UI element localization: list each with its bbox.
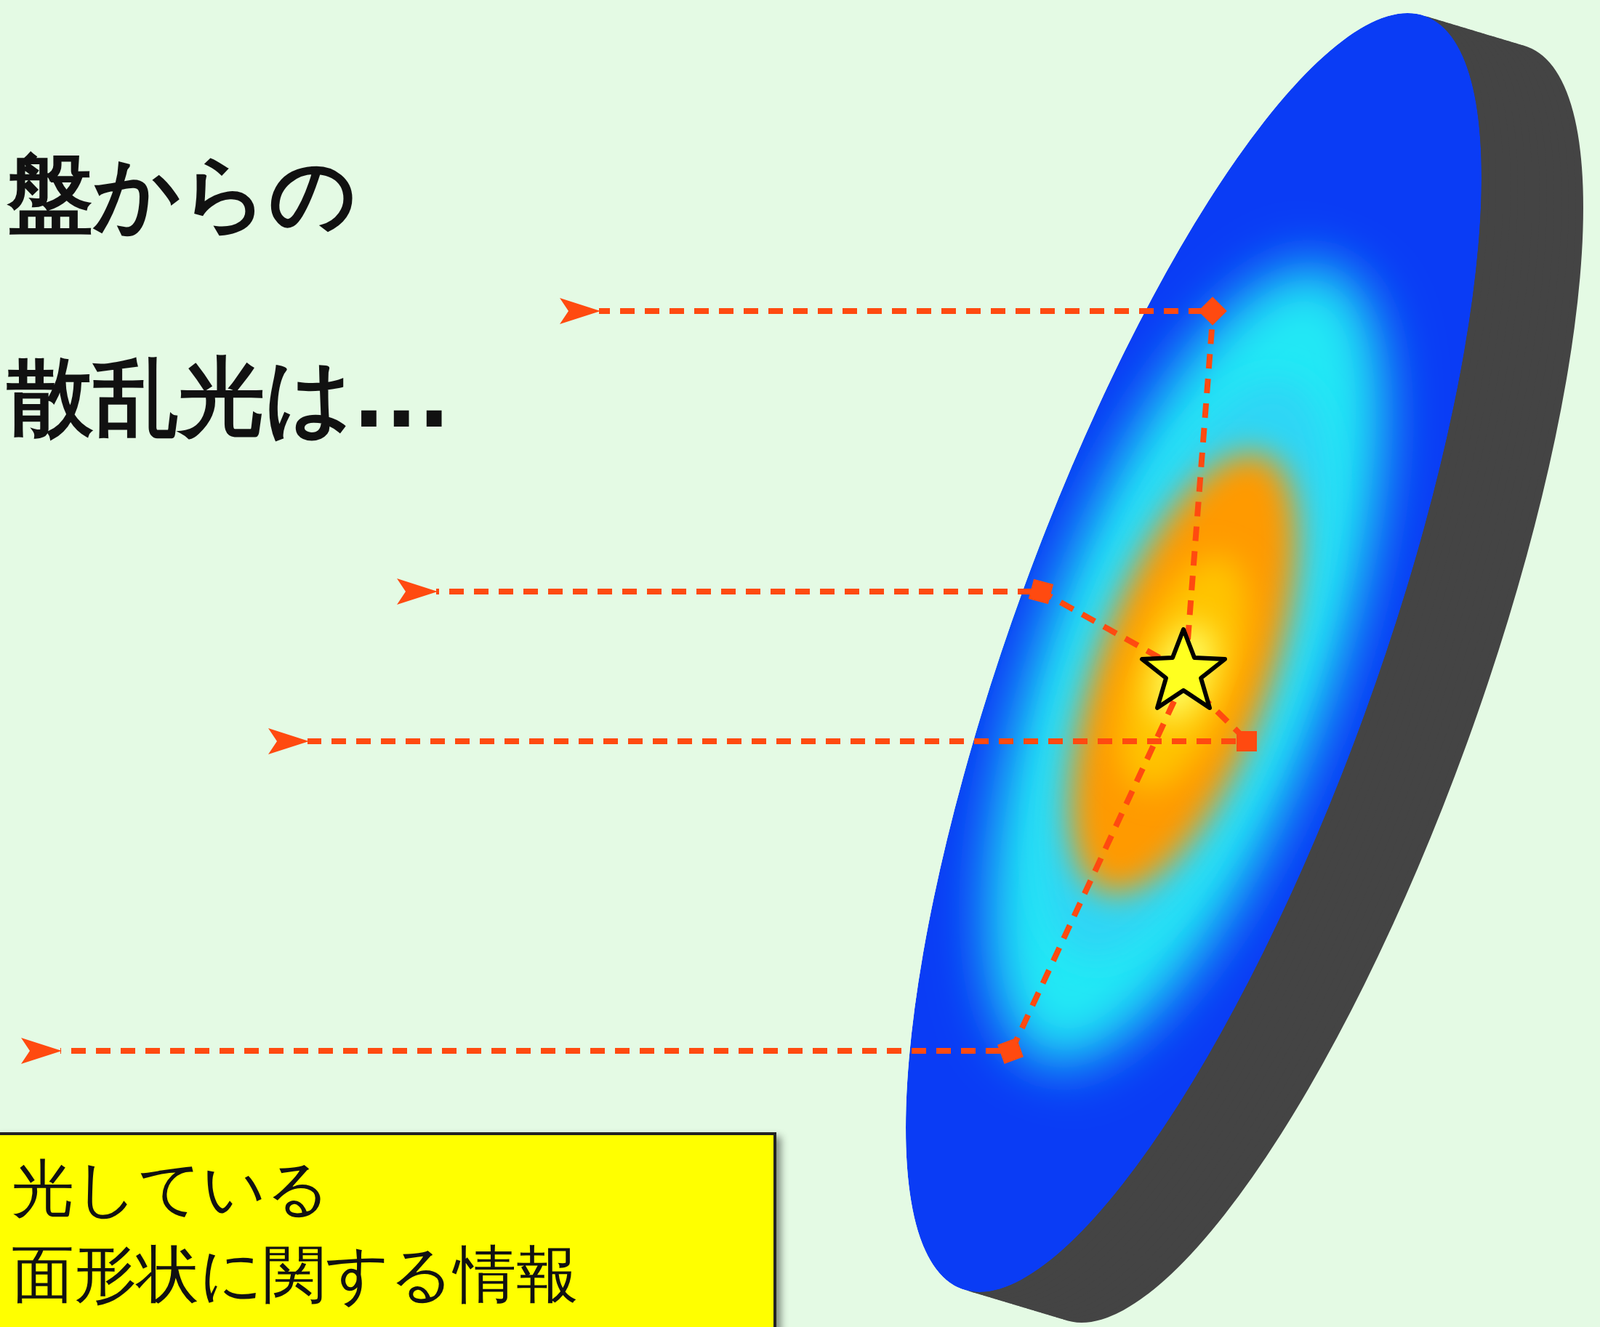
heading-line: 盤からの — [7, 142, 357, 246]
note-text: 光している — [11, 1145, 774, 1232]
note-text: 面形状に関する情報 — [11, 1231, 774, 1318]
scatter-path — [1014, 319, 1242, 1044]
note-box: 光している面形状に関する情報 — [0, 1132, 777, 1327]
disk-face — [790, 0, 1596, 1327]
star-symbol — [1142, 629, 1225, 709]
heading-line: 散乱光は... — [7, 346, 450, 450]
scatter-point — [997, 296, 1257, 1065]
